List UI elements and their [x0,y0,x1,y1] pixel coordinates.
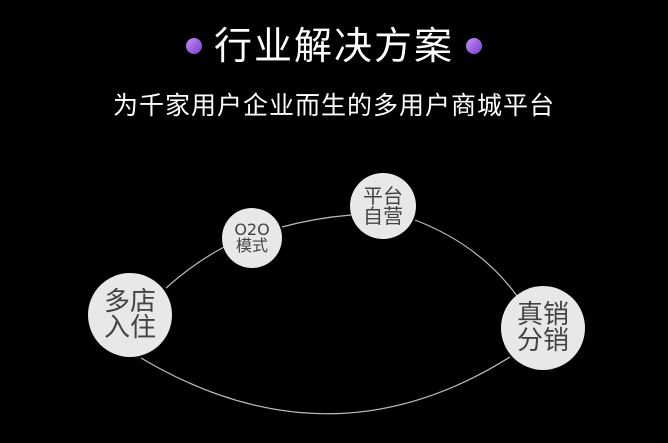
node-self-operated[interactable]: 平台自营 [350,173,416,239]
node-label: 分销 [516,326,569,356]
page-subtitle: 为千家用户企业而生的多用户商城平台 [112,91,555,120]
node-label: 多店 [103,287,156,317]
page-title: 行业解决方案 [0,22,668,70]
node-multi-store[interactable]: 多店入住 [88,273,172,357]
title-text: 行业解决方案 [213,24,454,68]
bullet-dot-icon [185,37,202,54]
node-label: 模式 [235,236,268,255]
node-distribution[interactable]: 真销分销 [501,286,585,370]
bullet-dot-icon [466,37,482,54]
node-label: O2O [234,220,270,239]
node-label: 真销 [516,300,569,330]
node-label: 自营 [363,204,403,228]
node-label: 平台 [363,184,403,208]
node-label: 入住 [103,313,156,343]
